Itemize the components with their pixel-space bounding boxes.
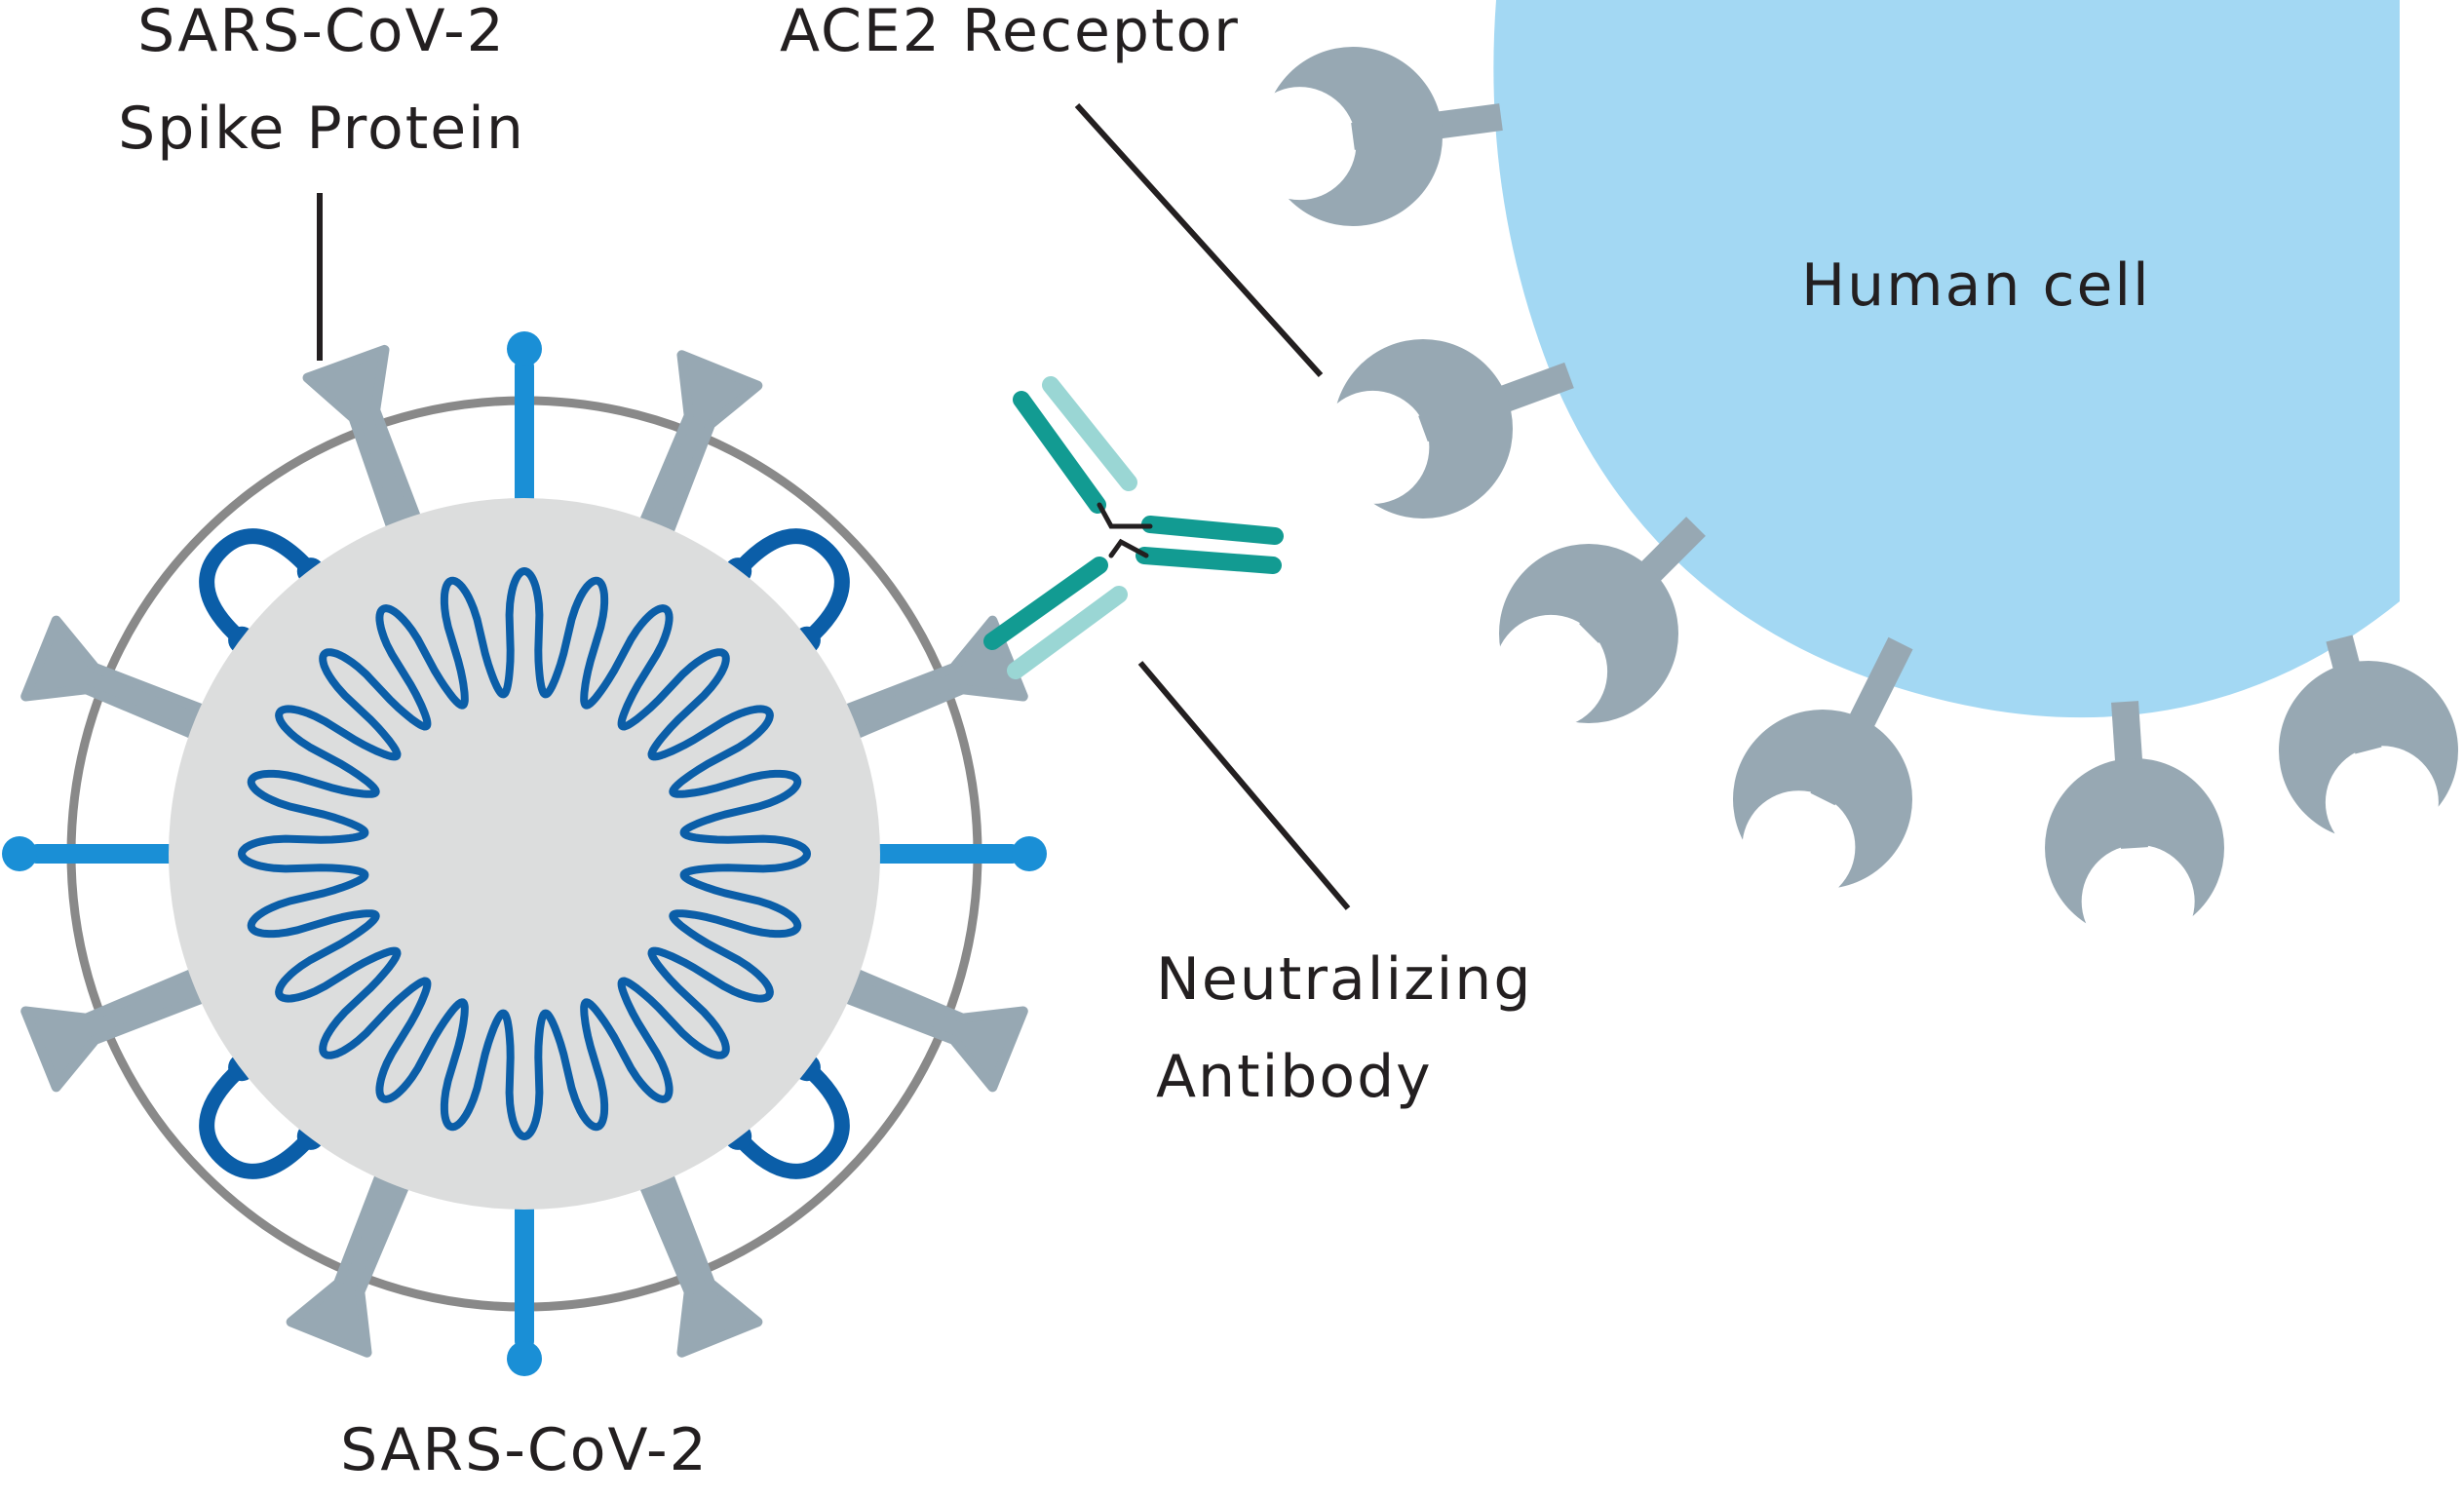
human-cell [1493,0,2400,718]
spike-protein-label: SARS-CoV-2 Spike Protein [68,0,575,177]
spike-protein-7 [20,966,214,1093]
antibody-light-chain-upper [1042,376,1137,491]
ace2-leader-line [1074,102,1324,378]
ace2-receptor-head-4 [1733,710,1912,889]
ace2-receptors [1263,47,2458,938]
spike-protein-4 [834,966,1028,1093]
sars-cov-2-virus [2,331,1047,1376]
antibody-label-line2: Antibody [1156,1043,1433,1111]
antibody-heavy-chain-upper [1013,391,1106,514]
ace2-receptor-head-1 [1263,47,1443,226]
virus-core [169,498,880,1210]
ace2-receptor-label: ACE2 Receptor [780,0,1240,65]
spike-protein-8 [20,615,214,742]
envelope-protein-1 [730,1059,850,1179]
envelope-protein-4 [730,528,850,648]
envelope-protein-3 [199,528,319,648]
spike-protein-2 [636,350,763,544]
antibody-heavy-chain-right-b [1136,547,1282,574]
antibody-heavy-chain-right-a [1141,516,1284,545]
spike-protein-label-line1: SARS-CoV-2 [137,0,506,65]
antibody-hinge [1097,502,1153,558]
spike-protein-label-line2: Spike Protein [118,95,525,163]
viral-rna-strand [238,567,811,1140]
neutralizing-antibody [983,376,1284,679]
membrane-protein-tip-4 [507,331,542,366]
human-cell-label: Human cell [1801,251,2151,320]
antibody-light-chain-lower [1007,586,1128,679]
antibody-heavy-chain-lower [983,557,1108,650]
membrane-protein-tip-1 [1012,836,1047,871]
virus-label: SARS-CoV-2 [340,1416,709,1484]
antibody-label: Neutralizing Antibody [1156,931,1532,1126]
ace2-receptor-head-2 [1333,339,1513,519]
antibody-label-line1: Neutralizing [1156,945,1533,1014]
membrane-protein-tip-2 [507,1341,542,1376]
ace2-receptor-head-5 [2045,758,2224,938]
spike-protein-5 [636,1164,763,1358]
antibody-leader-line [1137,661,1351,910]
membrane-protein-tip-3 [2,836,37,871]
envelope-protein-2 [199,1059,319,1179]
ace2-receptor-head-3 [1499,544,1678,723]
spike-protein-1 [302,344,424,539]
human-cell-body [1493,0,2400,718]
ace2-receptor-head-6 [2279,661,2458,840]
leader-lines [317,102,1351,910]
spike-protein-6 [286,1164,412,1358]
